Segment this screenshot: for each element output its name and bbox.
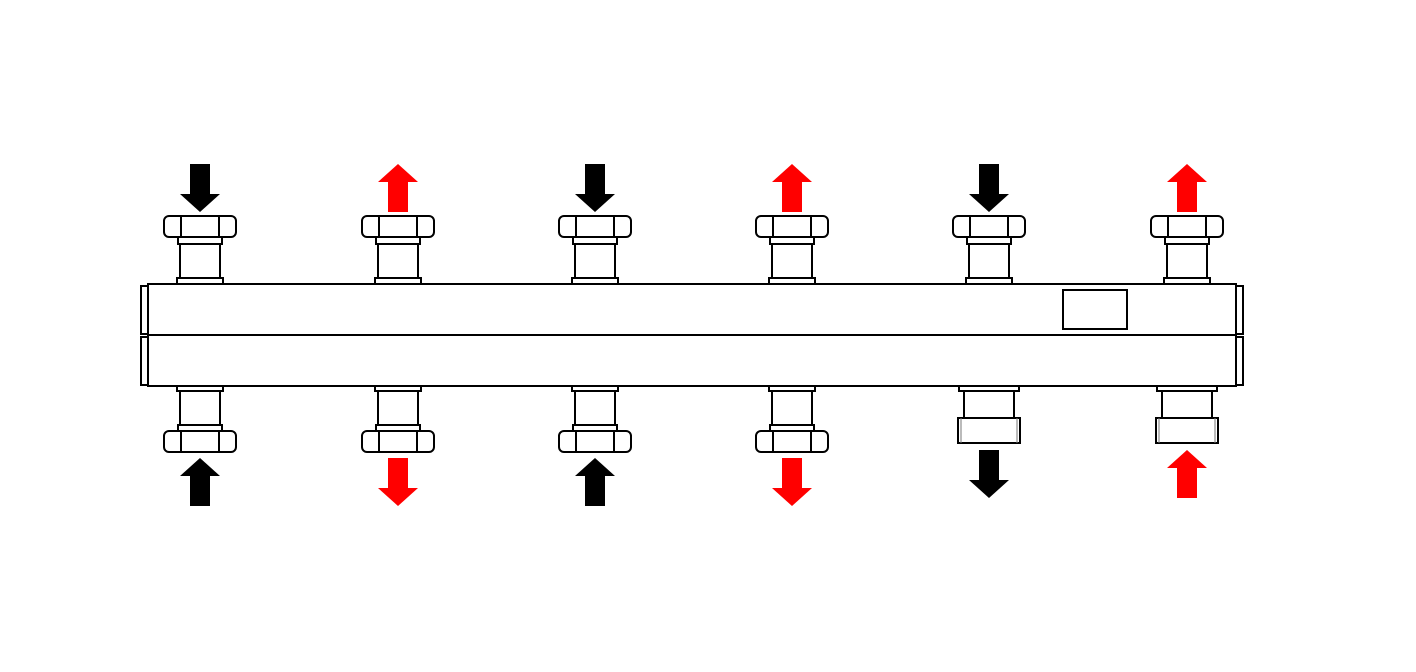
bottom-fitting [1155,385,1219,444]
label-plate [1062,289,1128,330]
fitting-collar [375,236,421,245]
fitting-collar [1164,236,1210,245]
top-flow-arrow-down-icon [575,164,615,212]
left-end-cap-upper [140,285,149,335]
top-fitting [1150,215,1224,285]
hex-nut [163,215,237,238]
hex-nut [558,430,632,453]
outlets [163,164,1224,506]
right-end-cap-upper [1235,285,1244,335]
bottom-fitting [163,385,237,453]
outlet-3 [558,164,632,506]
threaded-sleeve [957,417,1021,444]
supply-header-pipe [147,283,1237,336]
fitting-stem [963,390,1015,419]
top-flow-arrow-down-icon [969,164,1009,212]
outlet-1 [163,164,237,506]
bottom-fitting [755,385,829,453]
fitting-stem [377,390,419,426]
fitting-stem [968,243,1010,279]
bottom-flow-arrow-up-icon [180,458,220,506]
bottom-flow-arrow-down-icon [772,458,812,506]
top-flow-arrow-up-icon [772,164,812,212]
top-fitting [558,215,632,285]
fitting-stem [574,243,616,279]
fitting-collar [572,236,618,245]
top-fitting [361,215,435,285]
hex-nut [755,215,829,238]
bottom-flow-arrow-down-icon [378,458,418,506]
fitting-stem [574,390,616,426]
fitting-stem [179,390,221,426]
bottom-fitting [361,385,435,453]
fitting-stem [771,390,813,426]
fitting-collar [966,236,1012,245]
fitting-collar [769,236,815,245]
top-fitting [755,215,829,285]
hex-nut [952,215,1026,238]
left-end-cap-lower [140,336,149,386]
fitting-stem [377,243,419,279]
bottom-flow-arrow-down-icon [969,450,1009,498]
manifold-body [140,283,1244,387]
threaded-sleeve [1155,417,1219,444]
top-flow-arrow-up-icon [378,164,418,212]
top-flow-arrow-down-icon [180,164,220,212]
bottom-flow-arrow-up-icon [575,458,615,506]
hex-nut [163,430,237,453]
hex-nut [558,215,632,238]
fitting-stem [1161,390,1213,419]
outlet-2 [361,164,435,506]
top-flow-arrow-up-icon [1167,164,1207,212]
top-fitting [163,215,237,285]
top-fitting [952,215,1026,285]
hex-nut [361,430,435,453]
bottom-flow-arrow-up-icon [1167,450,1207,498]
return-header-pipe [147,334,1237,387]
right-end-cap-lower [1235,336,1244,386]
fitting-stem [179,243,221,279]
bottom-fitting [558,385,632,453]
fitting-stem [1166,243,1208,279]
outlet-6 [1150,164,1224,498]
bottom-fitting [957,385,1021,444]
fitting-collar [177,236,223,245]
hex-nut [1150,215,1224,238]
hex-nut [755,430,829,453]
fitting-stem [771,243,813,279]
hex-nut [361,215,435,238]
outlet-5 [952,164,1026,498]
outlet-4 [755,164,829,506]
